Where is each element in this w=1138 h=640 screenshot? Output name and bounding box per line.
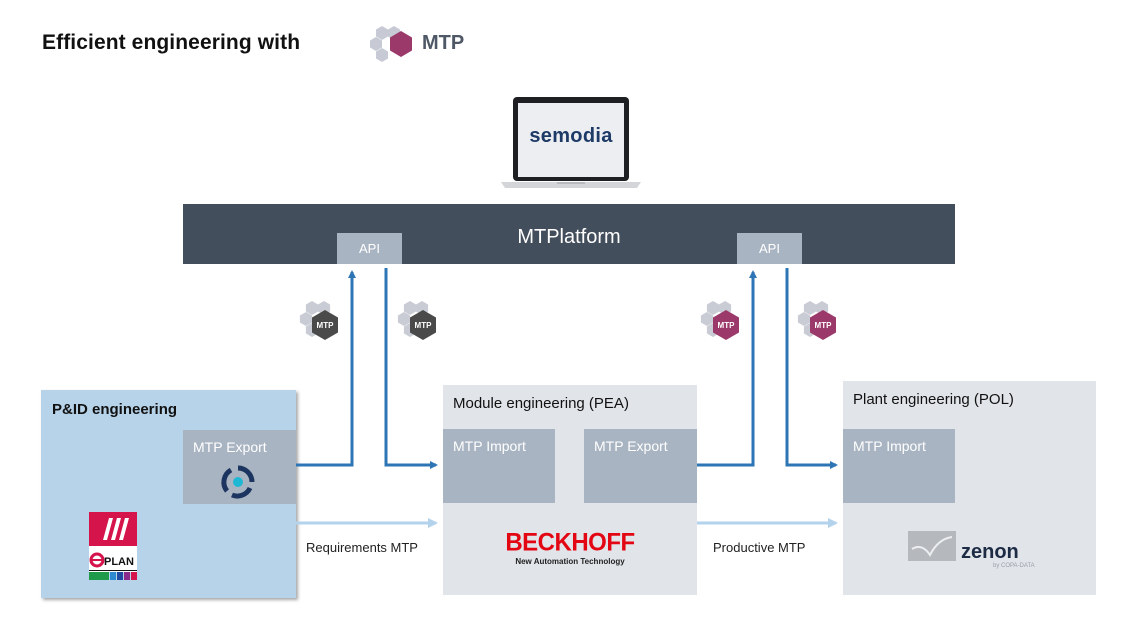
mtp-hexagon-logo-icon <box>370 26 412 62</box>
zenon-logo: zenon <box>961 541 1019 563</box>
pid-engineering-box: P&ID engineering MTP Export PLAN <box>41 390 296 598</box>
pol-import-label: MTP Import <box>853 438 926 454</box>
mtp-badge-dark-1-icon: MTP <box>299 301 338 340</box>
mtp-badge-dark-2-icon: MTP <box>397 301 436 340</box>
productive-mtp-label: Productive MTP <box>713 540 806 555</box>
pid-mtp-export[interactable]: MTP Export <box>183 430 296 504</box>
pea-mtp-import[interactable]: MTP Import <box>443 429 555 503</box>
pea-import-label: MTP Import <box>453 438 526 454</box>
mtp-logo-text: MTP <box>422 32 465 54</box>
semodia-logo: semodia <box>529 125 613 147</box>
eplan-logo: PLAN <box>89 512 137 582</box>
zenon-checkmark-icon <box>908 531 956 561</box>
beckhoff-logo: BECKHOFF <box>505 528 635 557</box>
mtp-badge-label: MTP <box>317 321 335 330</box>
pea-mtp-export[interactable]: MTP Export <box>584 429 697 503</box>
mtplatform-bar: MTPlatform API API <box>183 204 955 264</box>
semodia-ring-icon <box>221 465 255 499</box>
mtp-badge-purple-2-icon: MTP <box>797 301 836 340</box>
mtp-badge-label: MTP <box>718 321 736 330</box>
module-engineering-box: Module engineering (PEA) MTP Import MTP … <box>443 385 697 595</box>
requirements-mtp-label: Requirements MTP <box>306 540 418 555</box>
plant-engineering-box: Plant engineering (POL) MTP Import zenon… <box>843 381 1096 595</box>
svg-text:PLAN: PLAN <box>104 556 134 568</box>
api-box-left[interactable]: API <box>337 233 402 264</box>
mtp-badge-purple-1-icon: MTP <box>700 301 739 340</box>
pid-title: P&ID engineering <box>52 401 178 418</box>
pea-export-label: MTP Export <box>594 438 668 454</box>
api-box-right[interactable]: API <box>737 233 802 264</box>
pol-mtp-import[interactable]: MTP Import <box>843 429 955 503</box>
beckhoff-tagline: New Automation Technology <box>515 557 625 566</box>
mtp-badge-label: MTP <box>815 321 833 330</box>
laptop-icon: semodia <box>497 95 645 195</box>
mtp-badge-label: MTP <box>415 321 433 330</box>
pea-title: Module engineering (PEA) <box>453 395 629 412</box>
pol-title: Plant engineering (POL) <box>853 391 1014 408</box>
page-title: Efficient engineering with <box>42 31 301 54</box>
zenon-tagline: by COPA-DATA <box>993 563 1035 569</box>
pid-export-label: MTP Export <box>193 439 267 455</box>
platform-label: MTPlatform <box>517 226 621 248</box>
arrow-api-to-pol-import <box>785 268 838 469</box>
arrow-api-to-pea-import <box>384 268 438 469</box>
